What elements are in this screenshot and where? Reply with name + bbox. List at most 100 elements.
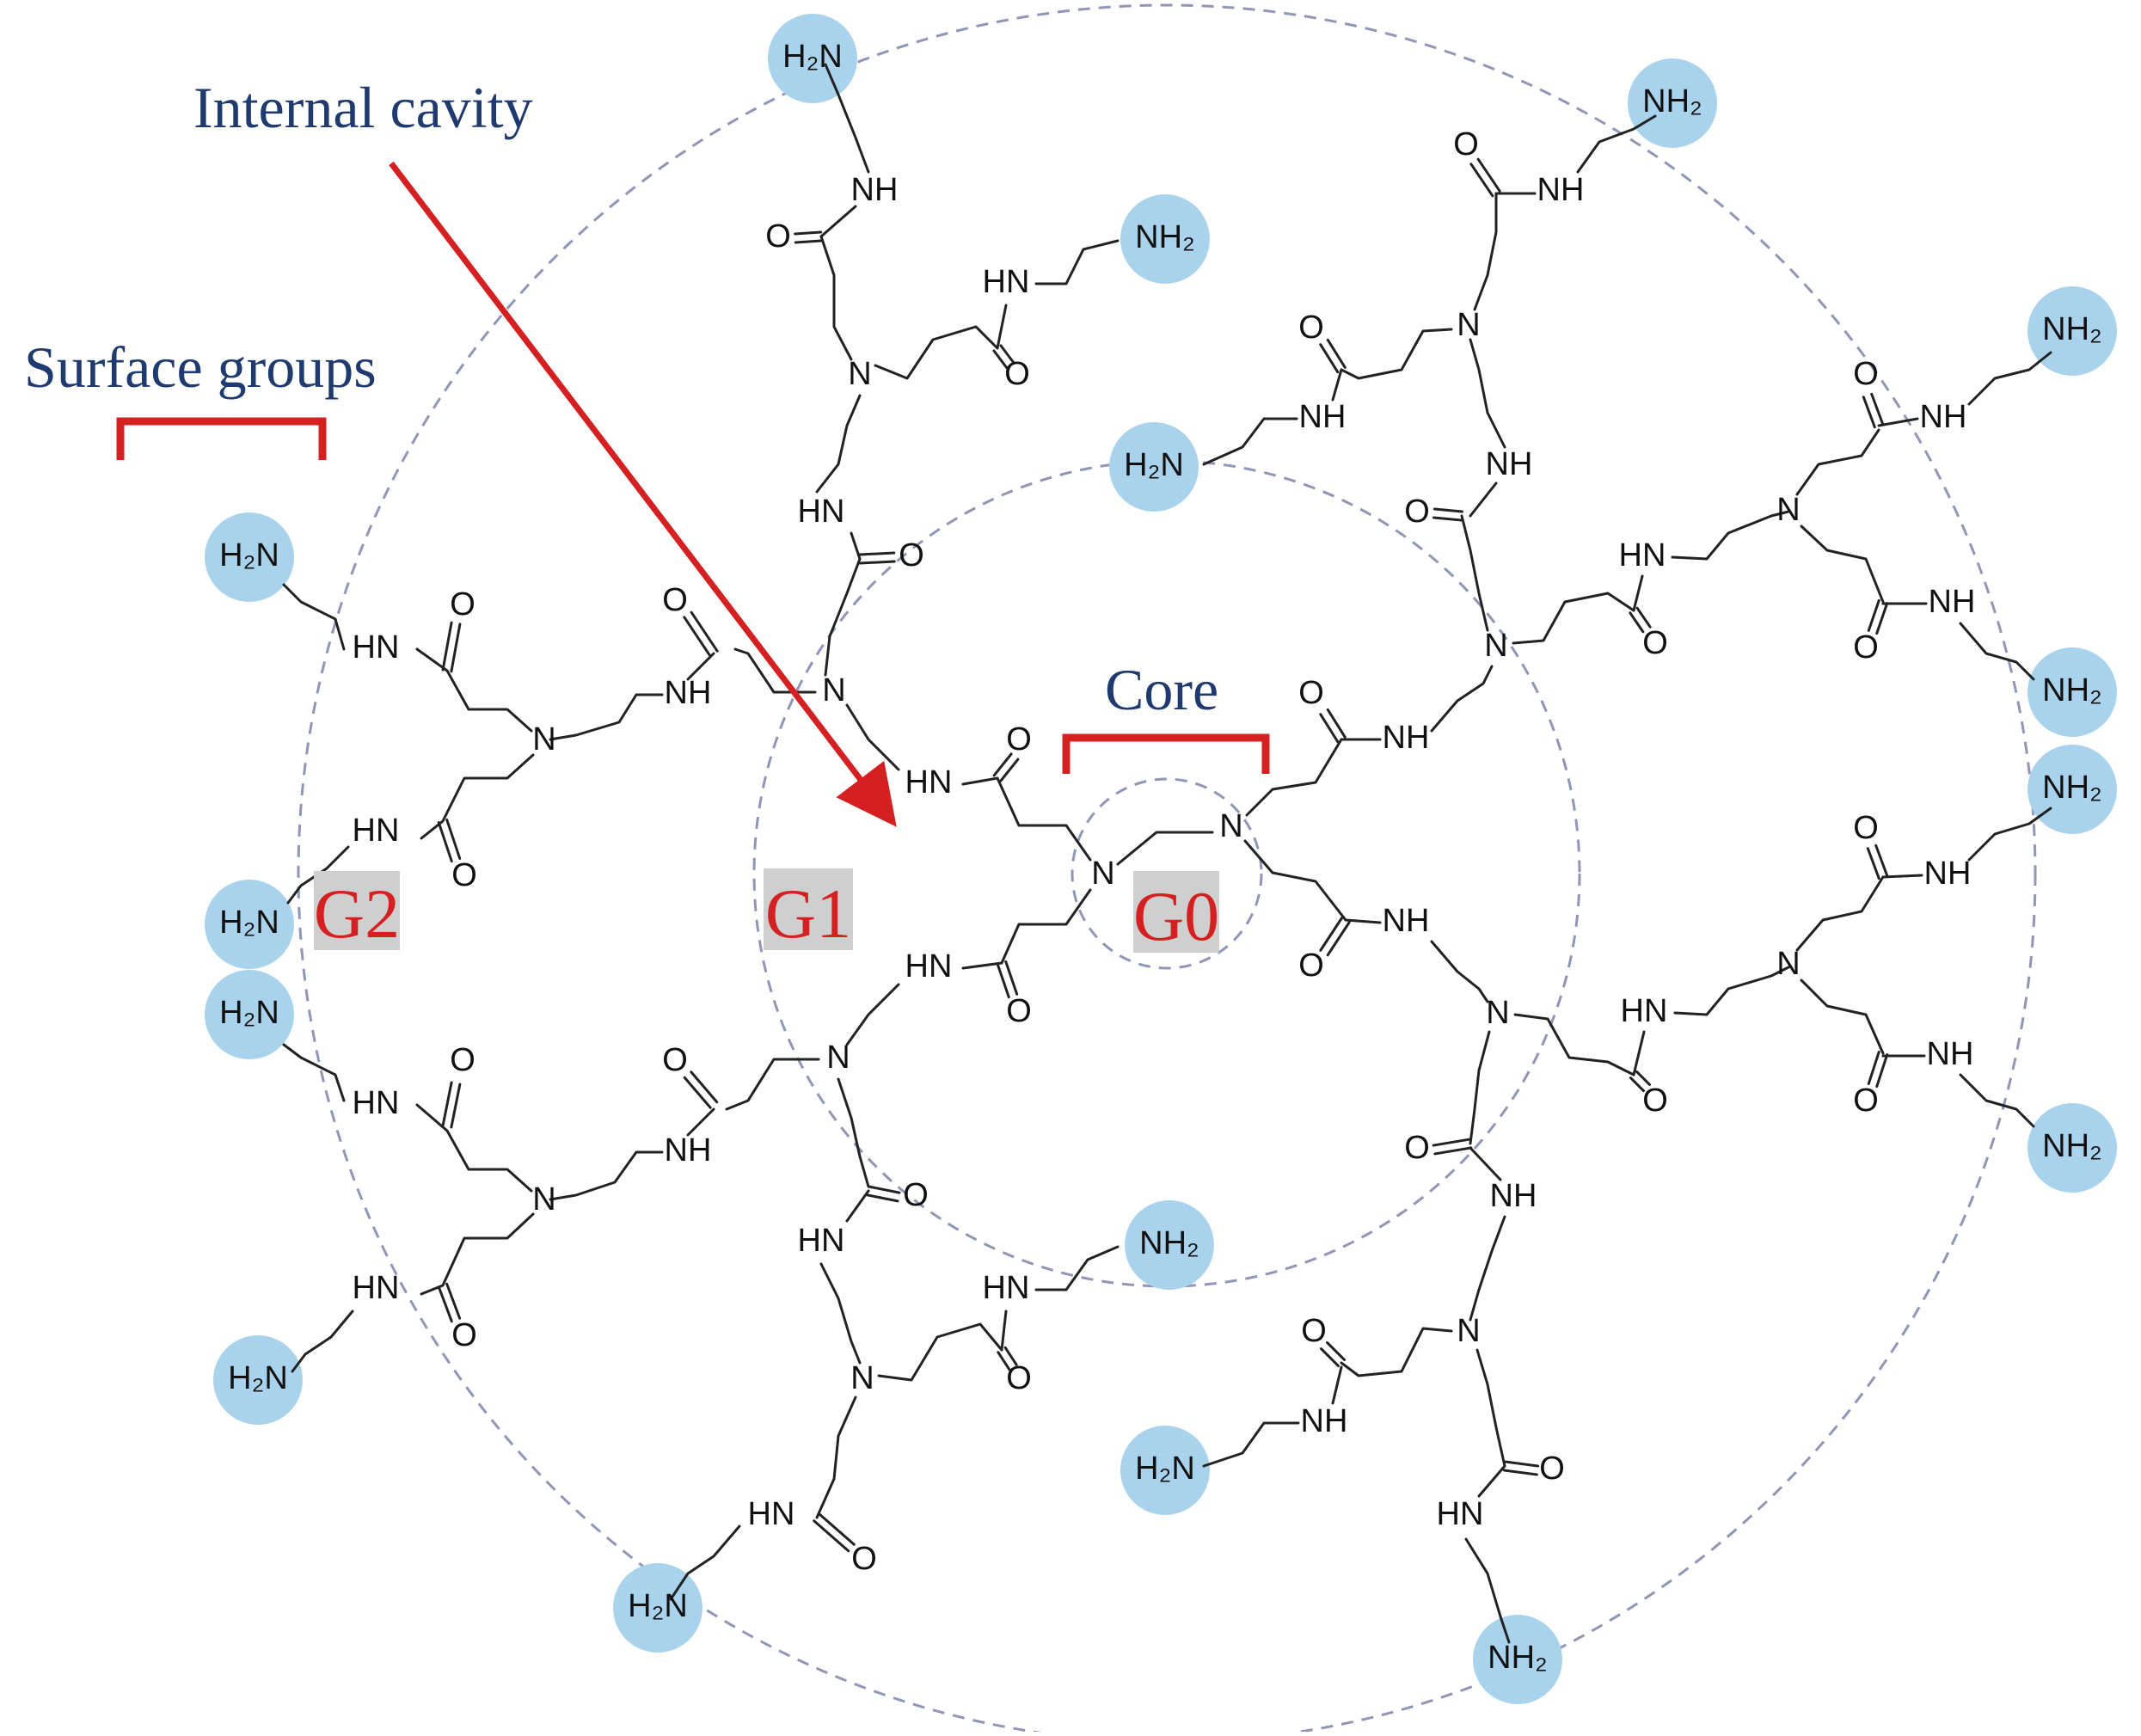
surface-amine-label: NH₂ (1488, 1640, 1548, 1676)
amide-hn: HN (983, 264, 1030, 300)
bond (1629, 1077, 1645, 1093)
bond-network (282, 63, 2052, 1644)
amide-hn: HN (905, 764, 953, 801)
bond (1331, 368, 1343, 402)
bond (996, 963, 1010, 999)
bond (450, 623, 462, 673)
surface-amine-bubble (205, 880, 294, 969)
carbonyl-o: O (1453, 126, 1479, 163)
bond (1433, 1146, 1473, 1156)
bond (837, 1077, 870, 1188)
carbonyl-o: O (1006, 721, 1032, 758)
generation-g0-label: G0 (1133, 877, 1219, 955)
bond (819, 235, 853, 361)
core-nitrogen-right: N (1219, 808, 1242, 844)
ring-g0 (1070, 777, 1263, 970)
surface-groups-label: Surface groups (24, 334, 377, 400)
bond (1866, 847, 1880, 880)
carbonyl-o: O (1298, 948, 1324, 984)
branch-n: N (1776, 492, 1800, 528)
bond (450, 1083, 462, 1129)
bond (1245, 738, 1343, 817)
amide-nh: NH (1537, 172, 1585, 208)
bond (858, 551, 896, 556)
bond (1469, 163, 1494, 198)
surface-amine-label: H₂N (628, 1588, 688, 1624)
bond (1003, 1346, 1018, 1366)
bond (1034, 1245, 1120, 1291)
bond (1867, 598, 1880, 632)
bond (794, 239, 823, 244)
carbonyl-o: O (451, 1317, 477, 1353)
bond (824, 63, 870, 174)
amide-hn: HN (798, 494, 845, 530)
surface-amine-label: NH₂ (2042, 672, 2102, 709)
bond (997, 1351, 1011, 1371)
amide-hn: HN (353, 1270, 400, 1306)
bond (1635, 1070, 1652, 1086)
branch-n: N (848, 356, 871, 392)
branch-n: N (532, 1181, 555, 1218)
bond (725, 1058, 820, 1111)
bond (845, 983, 900, 1046)
bond (1319, 343, 1340, 374)
bond (815, 394, 862, 494)
surface-amine-bubble (1120, 1426, 1210, 1515)
amide-nh: NH (1486, 446, 1533, 482)
bond (794, 230, 823, 236)
carbonyl-o: O (851, 1541, 877, 1577)
bond (445, 1282, 462, 1320)
carbonyl-o: O (1404, 1130, 1430, 1166)
branch-n: N (1776, 946, 1800, 982)
bond (1473, 192, 1498, 311)
amide-nh: NH (1920, 399, 1967, 435)
carbonyl-o: O (662, 582, 688, 618)
surface-amine-bubble (1628, 58, 1717, 148)
bond (1331, 1365, 1343, 1405)
bond (1340, 328, 1453, 380)
bond (686, 652, 715, 681)
surface-amine-bubble (768, 14, 857, 103)
bond (420, 753, 535, 840)
bond (1874, 843, 1889, 877)
bond (992, 349, 1009, 370)
bond (690, 610, 719, 653)
bond (437, 821, 453, 863)
carbonyl-o: O (765, 218, 791, 255)
branch-n: N (1484, 628, 1507, 664)
bond (690, 1070, 719, 1104)
amide-hn: HN (905, 948, 953, 985)
amide-hn: HN (798, 1223, 845, 1259)
bond (549, 1150, 664, 1201)
carbonyl-o: O (450, 1042, 475, 1078)
generation-g1-bg (764, 868, 853, 950)
carbonyl-o: O (1853, 1083, 1879, 1119)
bond (415, 1103, 533, 1193)
bond (1340, 1327, 1453, 1377)
amide-nh: NH (1929, 584, 1976, 620)
bond (1635, 606, 1652, 629)
bond (415, 647, 533, 733)
carbonyl-o: O (1298, 310, 1324, 346)
amide-nh: NH (1490, 1178, 1537, 1214)
bond (1959, 622, 2035, 681)
branch-n: N (532, 721, 555, 758)
surface-amine-bubble (1473, 1615, 1562, 1704)
bond (1432, 516, 1463, 522)
carbonyl-o: O (1298, 675, 1324, 711)
carbonyl-o: O (1404, 494, 1430, 530)
bond (992, 752, 1013, 777)
bond (1034, 239, 1120, 285)
amide-hn: HN (983, 1270, 1030, 1306)
surface-amine-label: H₂N (228, 1360, 288, 1396)
bond (686, 1107, 715, 1137)
bond (282, 1043, 346, 1102)
bond (1202, 417, 1298, 466)
bond (1319, 1347, 1340, 1368)
bond (845, 703, 900, 771)
bond (1469, 1215, 1506, 1322)
bond (1464, 1537, 1511, 1644)
amide-nh: NH (1299, 399, 1347, 435)
